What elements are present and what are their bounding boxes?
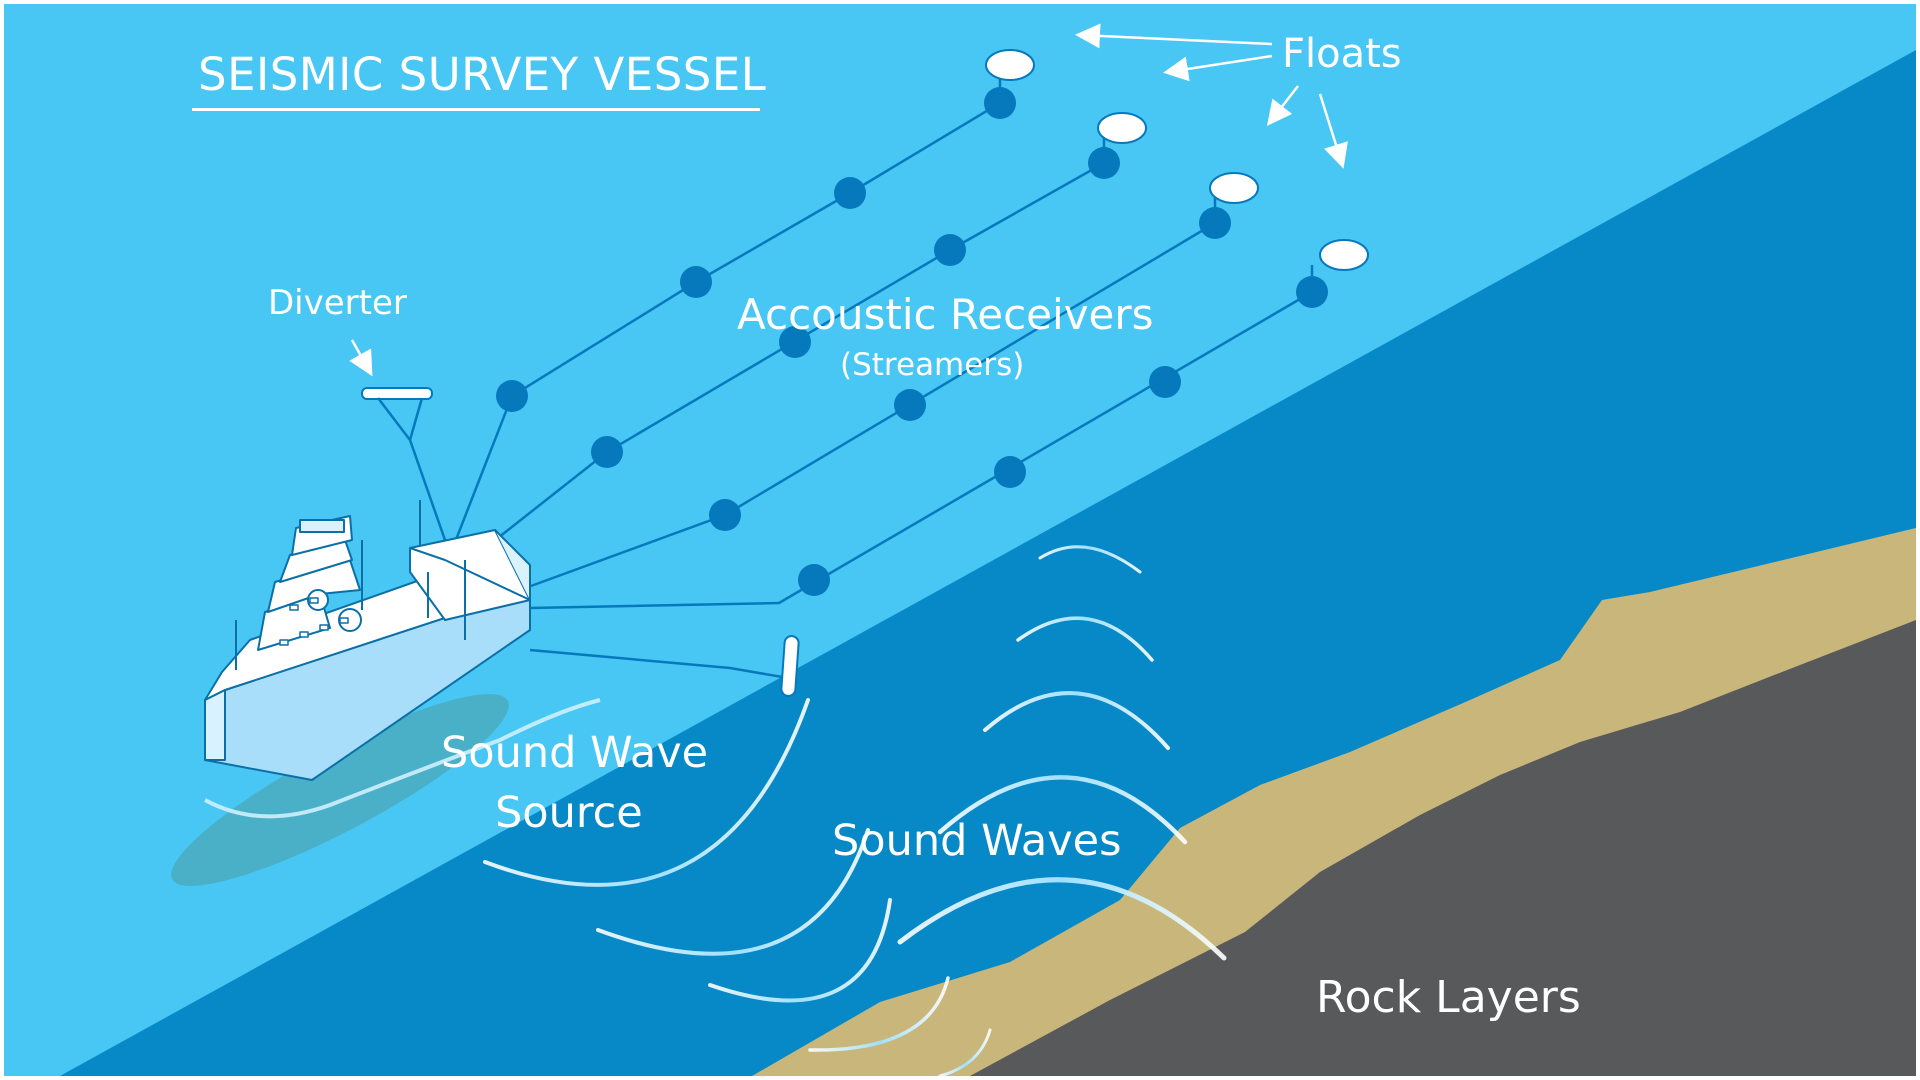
float-icon — [1209, 172, 1259, 204]
sound-wave-arcs — [483, 545, 1227, 1078]
sound-waves-label: Sound Waves — [832, 816, 1122, 866]
arrow-icon — [1163, 54, 1273, 82]
arrow-icon — [1075, 23, 1273, 49]
receivers — [496, 87, 1328, 596]
rock-layer — [970, 620, 1916, 1076]
receivers-label: Accoustic Receivers — [737, 290, 1154, 339]
wave-arc — [983, 691, 1170, 750]
receiver-node — [1088, 147, 1120, 179]
receiver-node — [798, 564, 830, 596]
wave-arc — [1016, 616, 1154, 662]
receiver-node — [834, 177, 866, 209]
arrow-icon — [1318, 93, 1348, 169]
receiver-node — [496, 380, 528, 412]
wave-arc — [483, 698, 810, 887]
float-arrows — [1075, 23, 1348, 169]
receiver-node — [591, 436, 623, 468]
streamers-label: (Streamers) — [840, 347, 1025, 383]
receiver-node — [779, 326, 811, 358]
title-underline — [192, 108, 760, 111]
receiver-node — [984, 87, 1016, 119]
receiver-node — [1149, 366, 1181, 398]
floats — [985, 49, 1369, 271]
wave-arc — [897, 877, 1227, 961]
receiver-node — [680, 266, 712, 298]
wave-arc — [1038, 545, 1142, 574]
source-label-line1: Sound Wave — [441, 728, 709, 778]
diverter-label: Diverter — [268, 283, 407, 323]
rock-layers-label: Rock Layers — [1316, 972, 1581, 1023]
arrow-icon — [1266, 85, 1299, 126]
wave-arc — [596, 828, 870, 956]
wave-arc — [708, 898, 892, 1003]
wave-arc — [808, 976, 950, 1052]
floats-label: Floats — [1282, 31, 1402, 77]
source-label-line2: Source — [495, 788, 643, 838]
receiver-node — [894, 389, 926, 421]
page-title: SEISMIC SURVEY VESSEL — [198, 48, 767, 101]
wave-arc — [937, 775, 1188, 845]
float-icon — [985, 49, 1035, 81]
wave-arc — [938, 1028, 992, 1078]
receiver-node — [934, 234, 966, 266]
receiver-node — [1199, 207, 1231, 239]
receiver-node — [994, 456, 1026, 488]
ship-shadow — [171, 694, 509, 886]
ship-wake — [204, 698, 601, 819]
source-buoy-icon — [780, 635, 800, 697]
receiver-node — [1296, 276, 1328, 308]
float-icon — [1097, 112, 1147, 144]
receiver-node — [709, 499, 741, 531]
ship-icon — [204, 500, 531, 781]
float-icon — [1319, 239, 1369, 271]
